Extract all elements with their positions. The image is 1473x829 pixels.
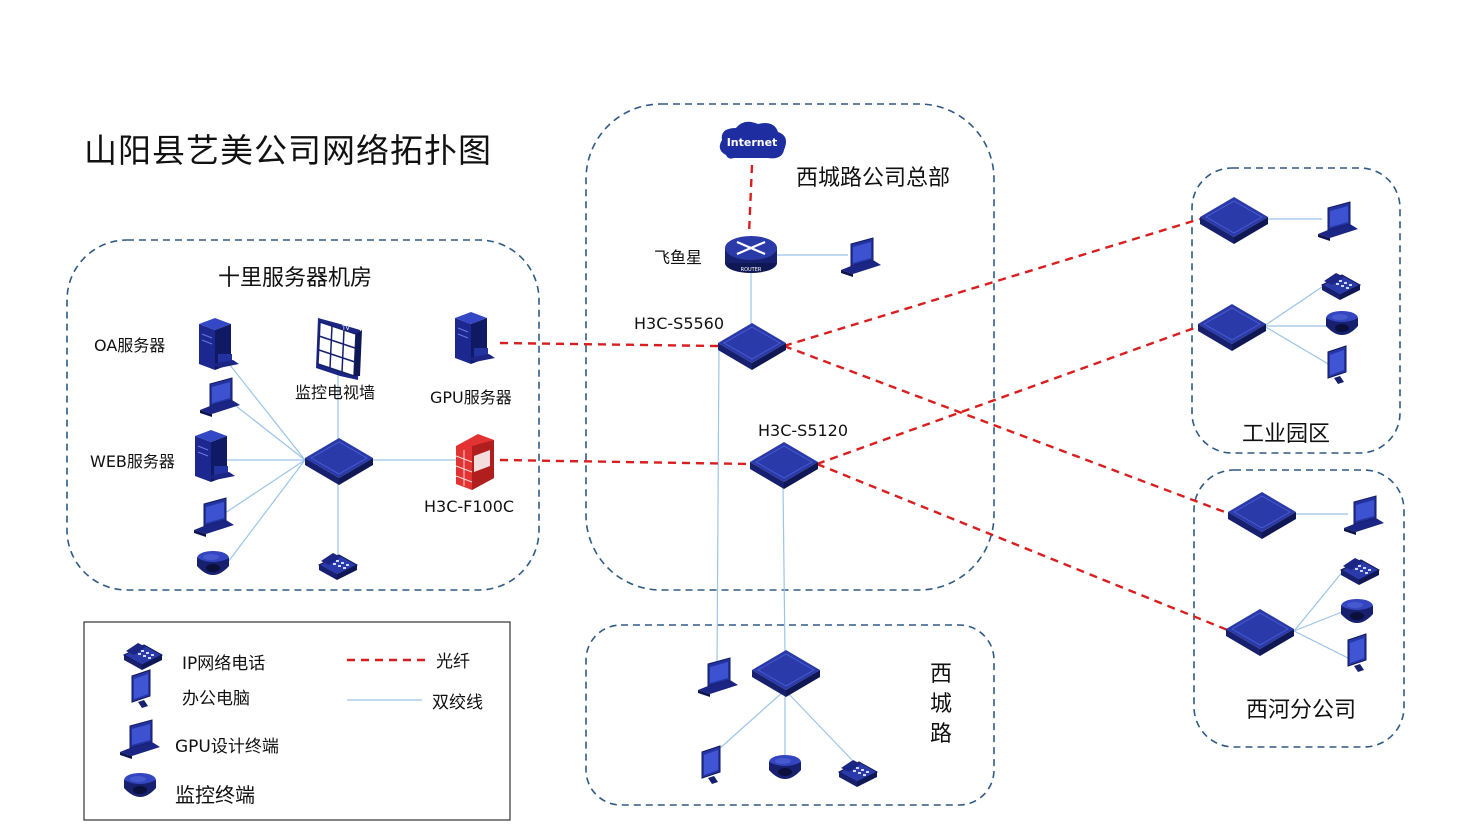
xicheng-devices bbox=[697, 649, 878, 788]
laptop-icon bbox=[199, 377, 241, 418]
tv-wall-icon: TV bbox=[316, 318, 362, 380]
router-label: 飞鱼星 bbox=[654, 248, 703, 267]
ip-phone-icon bbox=[838, 759, 878, 788]
gpu-server-label: GPU服务器 bbox=[430, 388, 512, 407]
laptop-icon bbox=[1343, 495, 1385, 536]
monitor-pc-icon bbox=[1347, 633, 1367, 673]
zone-title-xihe: 西河分公司 bbox=[1246, 698, 1357, 723]
zone-xihe bbox=[1193, 469, 1405, 748]
laptop-icon bbox=[193, 497, 235, 538]
laptop-icon bbox=[1317, 201, 1359, 242]
legend-monitor-terminal-label: 监控终端 bbox=[175, 783, 255, 807]
laptop-icon bbox=[840, 237, 882, 278]
twisted-pair-links bbox=[221, 218, 1349, 761]
ip-phone-icon bbox=[1321, 272, 1361, 301]
ip-phone-icon bbox=[123, 642, 163, 671]
zone-title-xicheng: 西城路 bbox=[929, 662, 952, 747]
switch-icon bbox=[304, 437, 374, 486]
svg-text:TV: TV bbox=[341, 325, 351, 332]
switch-icon bbox=[1197, 303, 1267, 352]
svg-text:ROUTER: ROUTER bbox=[741, 267, 762, 273]
router-icon: ROUTER bbox=[725, 236, 777, 273]
zone-borders bbox=[66, 103, 1405, 806]
laptop-icon bbox=[119, 719, 161, 760]
monitor-pc-icon bbox=[131, 669, 151, 709]
camera-dome-icon bbox=[769, 755, 801, 779]
oa-server-label: OA服务器 bbox=[94, 336, 166, 355]
svg-text:Internet: Internet bbox=[727, 136, 778, 149]
switch-icon bbox=[1225, 608, 1295, 657]
xihe-devices bbox=[1225, 491, 1385, 673]
firewall-icon bbox=[455, 434, 494, 490]
legend-icons bbox=[119, 642, 428, 797]
legend-box bbox=[83, 621, 511, 821]
switch-icon bbox=[1227, 491, 1297, 540]
firewall-label: H3C-F100C bbox=[424, 497, 515, 516]
laptop-icon bbox=[697, 657, 739, 698]
camera-dome-icon bbox=[124, 773, 156, 797]
camera-dome-icon bbox=[1326, 311, 1358, 335]
monitor-pc-icon bbox=[701, 745, 721, 785]
ip-phone-icon bbox=[318, 552, 358, 581]
core-switch-label: H3C-S5560 bbox=[634, 314, 725, 333]
web-server-icon bbox=[194, 429, 236, 483]
access-switch-label: H3C-S5120 bbox=[758, 421, 849, 440]
camera-dome-icon bbox=[197, 551, 229, 575]
zone-xicheng bbox=[585, 624, 995, 806]
monitor-pc-icon bbox=[1327, 345, 1347, 385]
web-server-label: WEB服务器 bbox=[90, 452, 175, 471]
page-title: 山阳县艺美公司网络拓扑图 bbox=[84, 131, 492, 170]
legend-fiber-label: 光纤 bbox=[436, 652, 470, 672]
access-switch-icon bbox=[749, 441, 819, 490]
tv-wall-label: 监控电视墙 bbox=[295, 383, 376, 402]
zone-server-room bbox=[66, 239, 540, 591]
gpu-server-icon bbox=[454, 311, 496, 365]
camera-dome-icon bbox=[1341, 599, 1373, 623]
core-switch-icon bbox=[717, 322, 787, 371]
legend-twisted-pair-label: 双绞线 bbox=[432, 693, 483, 713]
ip-phone-icon bbox=[1340, 557, 1380, 586]
zone-title-hq: 西城路公司总部 bbox=[796, 166, 951, 191]
fiber-links bbox=[499, 164, 1231, 633]
legend-ip-phone-label: IP网络电话 bbox=[182, 654, 266, 674]
server-room-devices: TV bbox=[193, 311, 496, 581]
switch-icon bbox=[1199, 196, 1269, 245]
zone-title-industrial: 工业园区 bbox=[1242, 422, 1331, 447]
legend-gpu-terminal-label: GPU设计终端 bbox=[175, 737, 279, 757]
switch-icon bbox=[751, 649, 821, 698]
industrial-devices bbox=[1197, 196, 1361, 385]
cloud-icon: Internet bbox=[719, 121, 786, 159]
oa-server-icon bbox=[198, 317, 240, 371]
hq-devices: Internet ROUTER bbox=[717, 121, 882, 490]
zone-hq bbox=[585, 103, 995, 591]
zone-industrial bbox=[1191, 167, 1401, 454]
zone-title-server-room: 十里服务器机房 bbox=[218, 266, 373, 291]
legend-office-pc-label: 办公电脑 bbox=[182, 689, 250, 709]
